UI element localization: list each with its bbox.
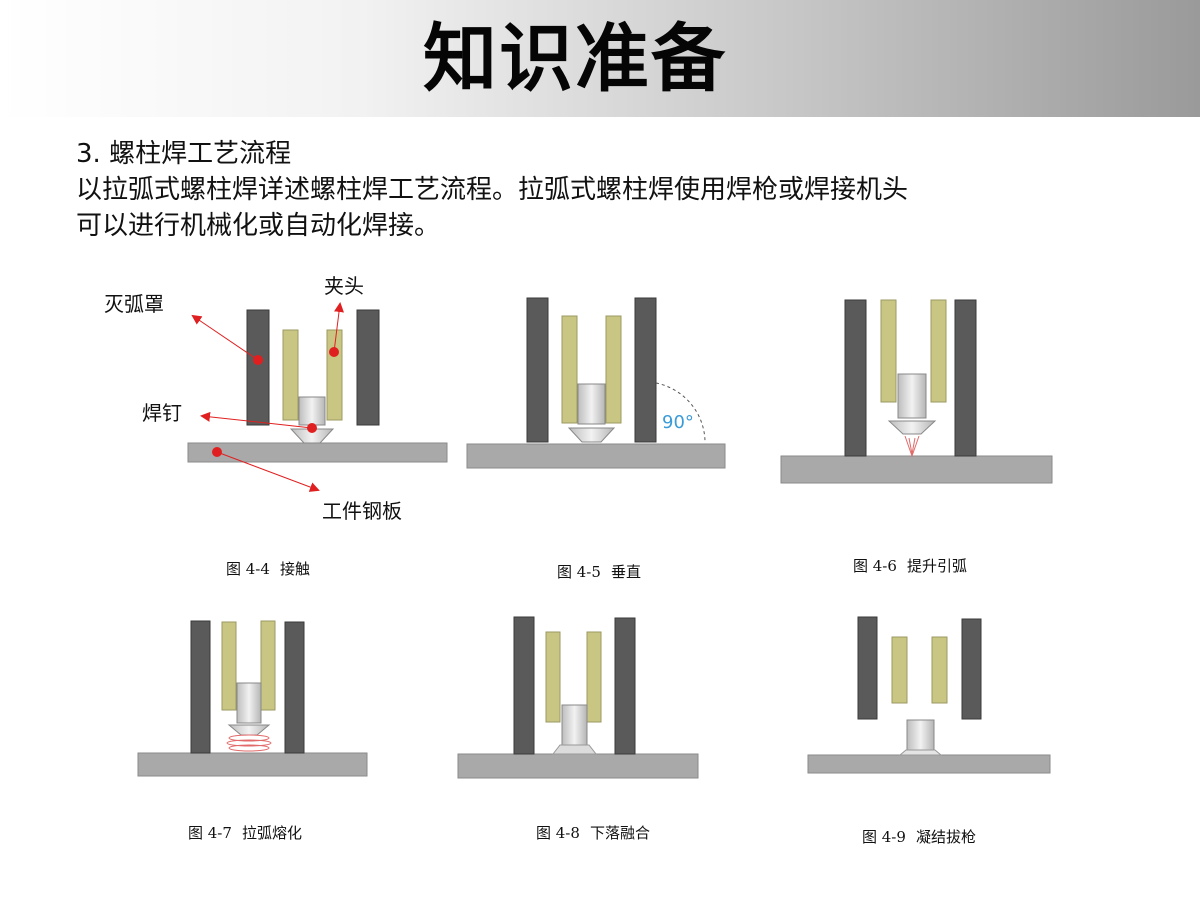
arc-shield-right [954, 299, 977, 457]
leader-chuck [333, 302, 344, 353]
chuck-right [931, 636, 948, 704]
caption-figure-4-5: 图 4-5 垂直 [557, 561, 641, 582]
stud-tip [887, 420, 937, 435]
caption-figure-4-4: 图 4-4 接触 [226, 558, 310, 579]
caption-title: 下落融合 [589, 824, 650, 842]
label-stud: 焊钉 [142, 401, 182, 425]
angle-arc [655, 382, 706, 442]
header-banner: 知识准备 [0, 0, 1200, 117]
angle-label: 90° [662, 412, 694, 433]
figure-4-8-drop-fuse [457, 616, 699, 779]
intro-line-1: 以拉弧式螺柱焊详述螺柱焊工艺流程。拉弧式螺柱焊使用焊枪或焊接机头 [76, 175, 909, 205]
arc-shield-right [961, 618, 982, 720]
arc-shield-left [844, 299, 867, 457]
leader-arc-shield [191, 314, 259, 361]
arc-shield-left [857, 616, 878, 720]
caption-figure-4-6: 图 4-6 提升引弧 [853, 555, 967, 576]
caption-number: 图 4-6 [853, 557, 897, 575]
arc-sparks [904, 435, 920, 458]
figure-4-6-lift-arc [780, 299, 1053, 484]
chuck-left [561, 315, 578, 424]
arc-rings [226, 734, 272, 752]
arc-shield-right [356, 309, 380, 426]
leader-plate [216, 451, 320, 492]
workpiece-plate [137, 752, 368, 777]
workpiece-plate [780, 455, 1053, 484]
label-chuck: 夹头 [324, 274, 364, 298]
label-workpiece: 工件钢板 [322, 499, 402, 523]
chuck-left [545, 631, 561, 723]
arc-shield-left [526, 297, 549, 443]
caption-number: 图 4-4 [226, 560, 270, 578]
chuck-left [891, 636, 908, 704]
arc-shield-left [246, 309, 270, 426]
workpiece-plate [807, 754, 1051, 774]
section-heading: 3. 螺柱焊工艺流程 [76, 139, 292, 169]
intro-text: 3. 螺柱焊工艺流程 以拉弧式螺柱焊详述螺柱焊工艺流程。拉弧式螺柱焊使用焊枪或焊… [76, 136, 1156, 244]
stud-tip [289, 428, 335, 444]
figure-4-9-withdraw [807, 616, 1051, 774]
stud [906, 719, 935, 752]
leader-stud [200, 411, 313, 429]
chuck-left [221, 621, 237, 711]
figure-4-5-vertical: 90° [466, 297, 726, 469]
stud-tip [567, 427, 616, 443]
chuck-left [880, 299, 897, 403]
caption-number: 图 4-5 [557, 563, 601, 581]
figure-4-7-arc-melting [137, 620, 368, 777]
workpiece-plate [466, 443, 726, 469]
weld-fillet [551, 744, 598, 755]
page-title: 知识准备 [423, 16, 727, 102]
stud [236, 682, 262, 724]
chuck-right [930, 299, 947, 403]
label-arc-shield: 灭弧罩 [104, 292, 164, 316]
caption-number: 图 4-9 [862, 828, 906, 846]
caption-title: 拉弧熔化 [241, 824, 302, 842]
caption-number: 图 4-7 [188, 824, 232, 842]
figure-4-4-contact: 灭弧罩 夹头 焊钉 工件钢板 [104, 274, 448, 523]
chuck-right [605, 315, 622, 424]
arc-shield-right [614, 617, 636, 755]
arc-shield-right [634, 297, 657, 443]
caption-title: 提升引弧 [906, 557, 967, 575]
caption-figure-4-8: 图 4-8 下落融合 [536, 822, 650, 843]
chuck-left [282, 329, 299, 421]
arc-shield-left [190, 620, 211, 754]
arc-shield-left [513, 616, 535, 755]
stud [577, 383, 606, 425]
weld-fillet [898, 749, 943, 756]
stud-tip [227, 724, 271, 736]
caption-figure-4-7: 图 4-7 拉弧熔化 [188, 822, 302, 843]
stud [298, 396, 326, 426]
stud [897, 373, 927, 419]
caption-figure-4-9: 图 4-9 凝结拔枪 [862, 826, 976, 847]
arc-shield-right [284, 621, 305, 754]
chuck-right [260, 620, 276, 711]
chuck-right [326, 329, 343, 421]
intro-line-2: 可以进行机械化或自动化焊接。 [76, 211, 441, 241]
caption-number: 图 4-8 [536, 824, 580, 842]
caption-title: 凝结拔枪 [915, 828, 976, 846]
chuck-right [586, 631, 602, 723]
stud [561, 704, 588, 747]
workpiece-plate [457, 753, 699, 779]
caption-title: 接触 [279, 560, 310, 578]
workpiece-plate [187, 442, 448, 463]
caption-title: 垂直 [610, 563, 641, 581]
